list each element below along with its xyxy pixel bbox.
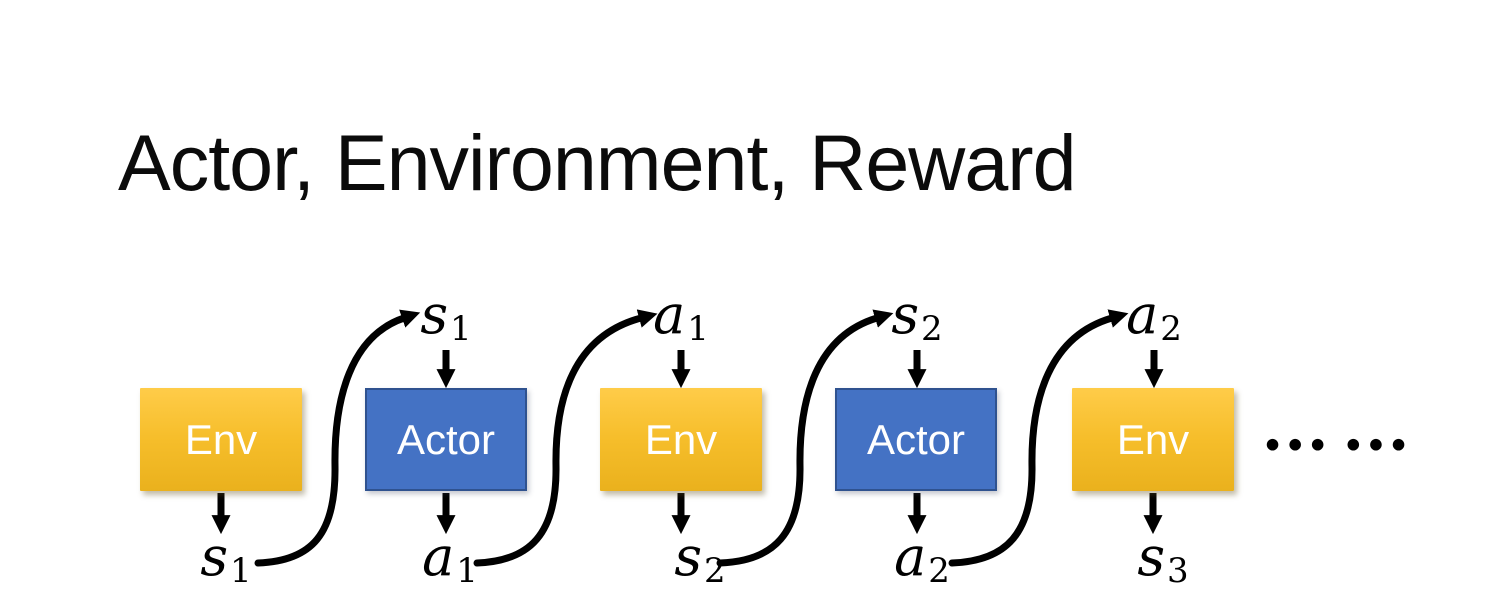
top-label-s1: s1 — [391, 288, 501, 346]
top-label-s2-sub: 2 — [921, 308, 943, 349]
bottom-label-a2-main: a — [894, 525, 927, 588]
bottom-label-s2-main: s — [674, 525, 703, 588]
actor-box-1: Actor — [365, 388, 527, 491]
env-box-3: Env — [1072, 388, 1234, 491]
bottom-label-a2-sub: 2 — [928, 550, 950, 591]
curved-arrow-icon-a1 — [473, 309, 658, 567]
bottom-label-s3-sub: 3 — [1167, 550, 1189, 591]
actor-box-2-label: Actor — [866, 415, 966, 463]
bottom-label-a1: a1 — [395, 530, 505, 588]
bottom-label-s1-main: s — [200, 525, 229, 588]
env-box-2-label: Env — [644, 415, 718, 463]
top-label-a2-sub: 2 — [1160, 308, 1182, 349]
env-box-1-label: Env — [184, 415, 258, 463]
top-label-a1-main: a — [653, 283, 686, 346]
top-label-s2-main: s — [891, 283, 920, 346]
curved-arrow-icon-a2 — [948, 309, 1129, 567]
env-box-2: Env — [600, 388, 762, 491]
bottom-label-s1: s1 — [171, 530, 281, 588]
ellipsis-dots: ••• ••• — [1262, 426, 1411, 465]
top-label-s2: s2 — [862, 288, 972, 346]
bottom-label-s3: s3 — [1108, 530, 1218, 588]
top-label-s1-main: s — [420, 283, 449, 346]
curved-arrow-icon-s2 — [716, 309, 894, 567]
bottom-label-a1-main: a — [422, 525, 455, 588]
actor-box-2: Actor — [835, 388, 997, 491]
top-label-a2: a2 — [1099, 288, 1209, 346]
bottom-label-s3-main: s — [1137, 525, 1166, 588]
page-title: Actor, Environment, Reward — [118, 118, 1077, 207]
top-label-a1-sub: 1 — [687, 308, 709, 349]
curved-arrow-icon-s1 — [254, 309, 421, 567]
env-box-3-label: Env — [1116, 415, 1190, 463]
bottom-label-a1-sub: 1 — [456, 550, 478, 591]
bottom-label-s1-sub: 1 — [230, 550, 252, 591]
top-label-a2-main: a — [1126, 283, 1159, 346]
bottom-label-s2-sub: 2 — [704, 550, 726, 591]
top-label-s1-sub: 1 — [450, 308, 472, 349]
bottom-label-a2: a2 — [867, 530, 977, 588]
bottom-label-s2: s2 — [645, 530, 755, 588]
actor-box-1-label: Actor — [396, 415, 496, 463]
env-box-1: Env — [140, 388, 302, 491]
top-label-a1: a1 — [626, 288, 736, 346]
